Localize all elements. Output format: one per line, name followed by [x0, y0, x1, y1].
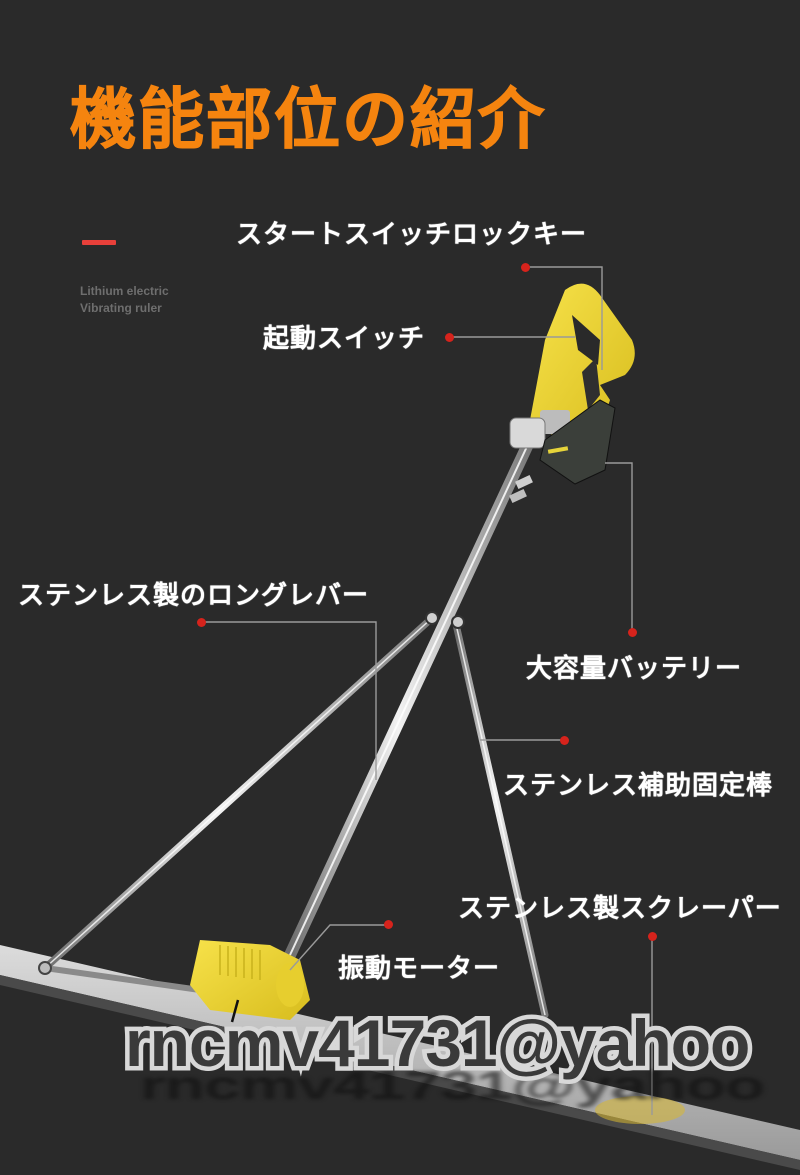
red-accent-dash: [82, 240, 116, 245]
callout-dot-lock-key: [521, 263, 530, 272]
callout-dot-start-switch: [445, 333, 454, 342]
label-large-capacity-battery: 大容量バッテリー: [526, 654, 743, 684]
scraper-plate: [0, 945, 800, 1170]
label-start-switch: 起動スイッチ: [263, 324, 426, 354]
label-stainless-auxiliary-rod: ステンレス補助固定棒: [503, 771, 774, 801]
callout-dot-auxiliary-rod: [560, 736, 569, 745]
label-start-switch-lock-key: スタートスイッチロックキー: [236, 220, 588, 250]
callout-dot-scraper: [648, 932, 657, 941]
subtitle: Lithium electric Vibrating ruler: [80, 283, 169, 317]
battery-pack: [539, 399, 616, 485]
label-stainless-long-lever: ステンレス製のロングレバー: [18, 581, 370, 611]
callout-dot-battery: [628, 628, 637, 637]
label-stainless-scraper: ステンレス製スクレーパー: [458, 894, 782, 924]
watermark-shadow: rncmv41731@yahoo: [140, 1062, 765, 1108]
label-vibration-motor: 振動モーター: [338, 954, 501, 984]
vibration-motor-box: [190, 940, 310, 1023]
watermark-text: rncmv41731@yahoo: [120, 1006, 754, 1081]
callout-dot-long-lever: [197, 618, 206, 627]
handle-motor-body: [509, 283, 635, 449]
subtitle-line-2: Vibrating ruler: [80, 301, 162, 315]
subtitle-line-1: Lithium electric: [80, 284, 169, 298]
page-title: 機能部位の紹介: [70, 81, 546, 159]
leader-lines: [204, 266, 653, 1115]
callout-dot-vibration-motor: [384, 920, 393, 929]
